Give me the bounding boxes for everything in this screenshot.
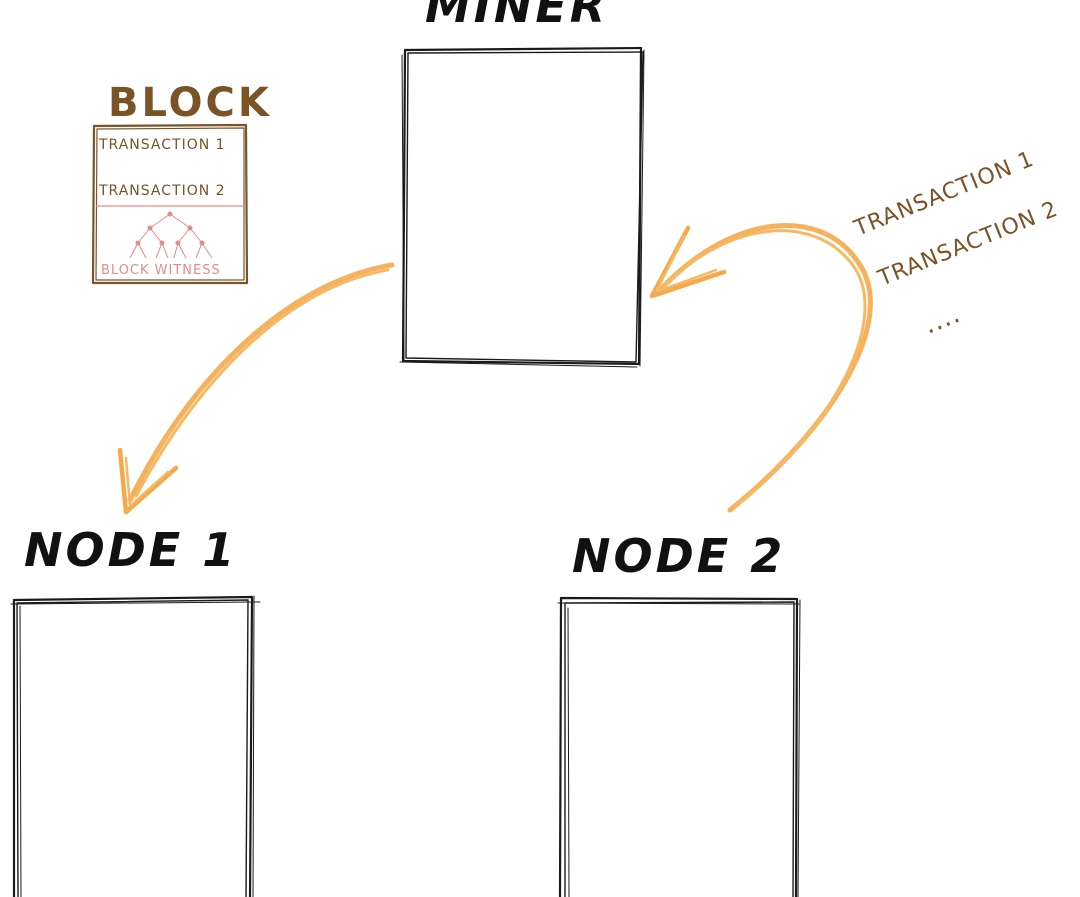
node1-box	[10, 595, 261, 897]
block-witness-label: BLOCK WITNESS	[101, 263, 221, 278]
arrow-miner-to-node1	[117, 262, 395, 515]
node2-box	[557, 596, 801, 897]
block-box	[91, 123, 249, 285]
miner-box	[399, 46, 645, 368]
merkle-tree-icon	[129, 211, 213, 259]
miner-label: MINER	[425, 0, 608, 33]
block-title: BLOCK	[108, 80, 272, 126]
incoming-ellipsis: ....	[919, 299, 965, 341]
node2-label: NODE 2	[572, 529, 785, 583]
block-transaction-1: TRANSACTION 1	[98, 137, 226, 153]
node1-label: NODE 1	[24, 523, 237, 577]
arrow-node2-to-miner	[649, 223, 873, 513]
incoming-transactions: TRANSACTION 1 TRANSACTION 2 ....	[850, 147, 1062, 341]
block-group: BLOCK TRANSACTION 1 TRANSACTION 2	[91, 80, 272, 285]
block-transaction-2: TRANSACTION 2	[98, 183, 226, 199]
